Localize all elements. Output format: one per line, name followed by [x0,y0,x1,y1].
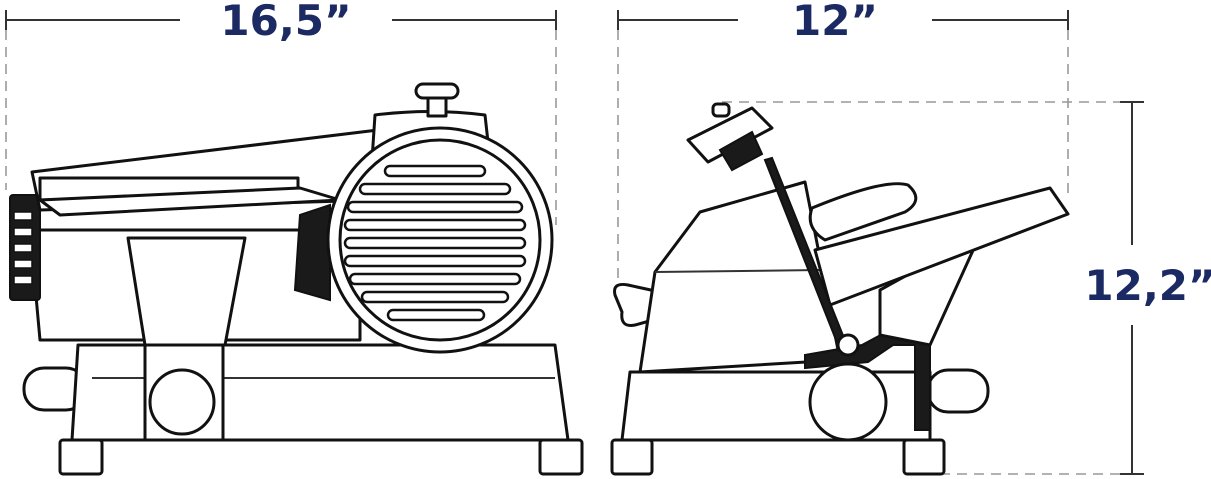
dimension-width-left: 16,5” [5,0,557,225]
dimension-width-right: 12” [617,0,1069,290]
height-label: 12,2” [1084,261,1211,310]
width-right-label: 12” [792,0,878,45]
width-left-label: 16,5” [220,0,351,45]
dimension-height: 12,2” [722,101,1211,475]
slicer-front-view [9,82,584,476]
slicer-side-view [610,102,1070,476]
